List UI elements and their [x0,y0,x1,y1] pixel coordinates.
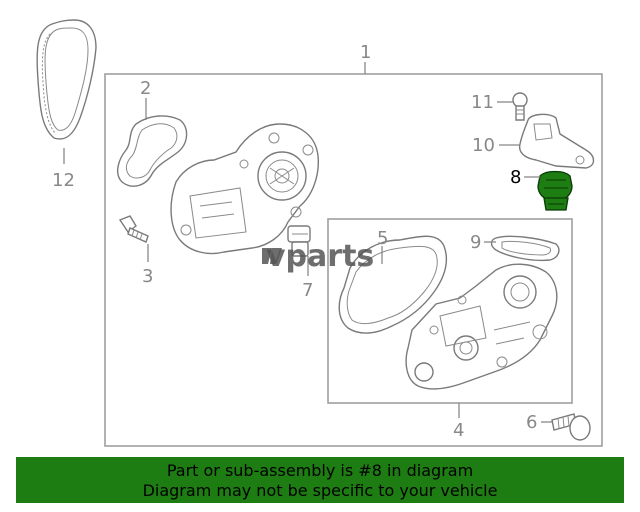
info-banner: Part or sub-assembly is #8 in diagram Di… [16,457,624,503]
callout-8[interactable]: 8 [510,167,521,188]
callout-10[interactable]: 10 [472,135,495,156]
gasket-part-9[interactable] [490,235,560,262]
vparts-logo: vparts [262,239,374,274]
thermostat-part-8[interactable] [537,170,573,211]
water-pump-housing[interactable] [170,123,319,255]
callout-4[interactable]: 4 [453,420,464,441]
callout-9[interactable]: 9 [470,232,481,253]
assembly-frame-outer [104,73,603,447]
callout-5[interactable]: 5 [377,228,388,249]
belt-part-12[interactable] [36,19,97,140]
callout-3[interactable]: 3 [142,266,153,287]
watermark-text: vparts [266,239,374,274]
banner-line-2: Diagram may not be specific to your vehi… [142,481,498,500]
banner-line-1: Part or sub-assembly is #8 in diagram [166,461,474,480]
bolt-part-6[interactable] [551,413,591,441]
parts-diagram: 1 2 3 4 5 6 7 8 9 10 11 12 vparts [36,19,603,447]
sensor-part-7[interactable] [287,225,311,257]
callout-7[interactable]: 7 [302,280,313,301]
callout-12[interactable]: 12 [52,170,75,191]
gasket-part-5[interactable] [338,235,448,334]
thermostat-housing-part-4[interactable] [405,263,558,390]
gasket-part-2[interactable] [116,115,188,187]
callout-11[interactable]: 11 [471,92,494,113]
callout-1[interactable]: 1 [360,42,371,63]
assembly-frame-inner [327,218,573,404]
thermostat-cover-part-10[interactable] [518,113,595,169]
callout-6[interactable]: 6 [526,412,537,433]
bolt-part-3[interactable] [118,215,149,243]
callout-2[interactable]: 2 [140,78,151,99]
bolt-part-11[interactable] [512,92,528,121]
